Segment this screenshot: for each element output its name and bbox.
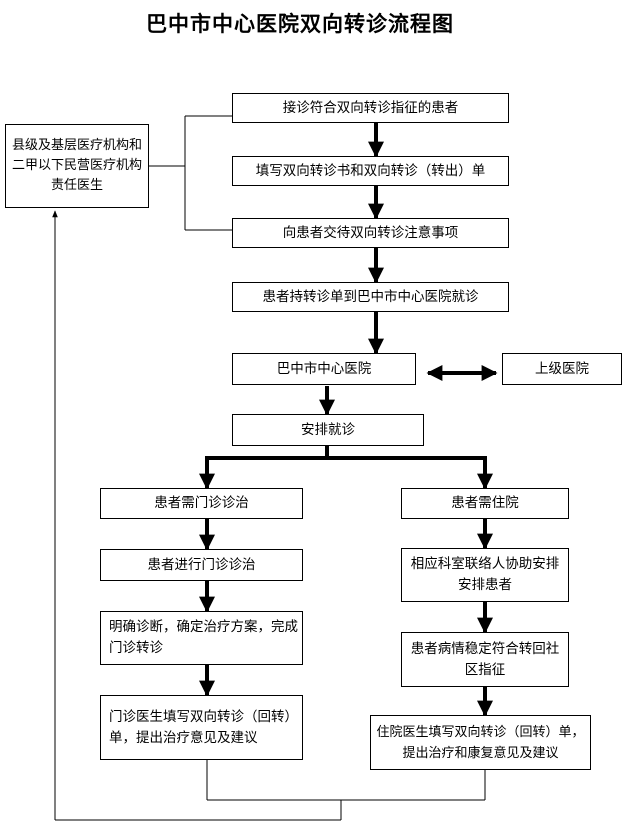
inpatient-stable-box: 患者病情稳定符合转回社区指征 bbox=[401, 632, 569, 687]
outpatient-diagnosis-box: 明确诊断，确定治疗方案，完成门诊转诊 bbox=[100, 611, 303, 665]
arrange-visit-box: 安排就诊 bbox=[232, 414, 424, 446]
step-explain-notes: 向患者交待双向转诊注意事项 bbox=[232, 218, 509, 248]
outpatient-return-form-box: 门诊医生填写双向转诊（回转）单，提出治疗意见及建议 bbox=[100, 695, 303, 760]
step-receive-patient: 接诊符合双向转诊指征的患者 bbox=[232, 93, 509, 123]
step-fill-referral-form: 填写双向转诊书和双向转诊（转出）单 bbox=[232, 156, 509, 186]
page-title: 巴中市中心医院双向转诊流程图 bbox=[146, 12, 454, 36]
step-patient-visits: 患者持转诊单到巴中市中心医院就诊 bbox=[232, 282, 509, 312]
inpatient-return-form-box: 住院医生填写双向转诊（回转）单，提出治疗和康复意见及建议 bbox=[370, 715, 591, 770]
outpatient-needed-box: 患者需门诊诊治 bbox=[100, 488, 303, 519]
hospital-box: 巴中市中心医院 bbox=[232, 353, 416, 385]
inpatient-arrange-box: 相应科室联络人协助安排安排患者 bbox=[401, 548, 569, 602]
referrer-box: 县级及基层医疗机构和二甲以下民营医疗机构责任医生 bbox=[5, 124, 149, 208]
referrer-bracket bbox=[148, 115, 232, 231]
higher-hospital-box: 上级医院 bbox=[502, 353, 622, 385]
outpatient-treatment-box: 患者进行门诊诊治 bbox=[100, 549, 303, 581]
inpatient-needed-box: 患者需住院 bbox=[401, 488, 569, 519]
